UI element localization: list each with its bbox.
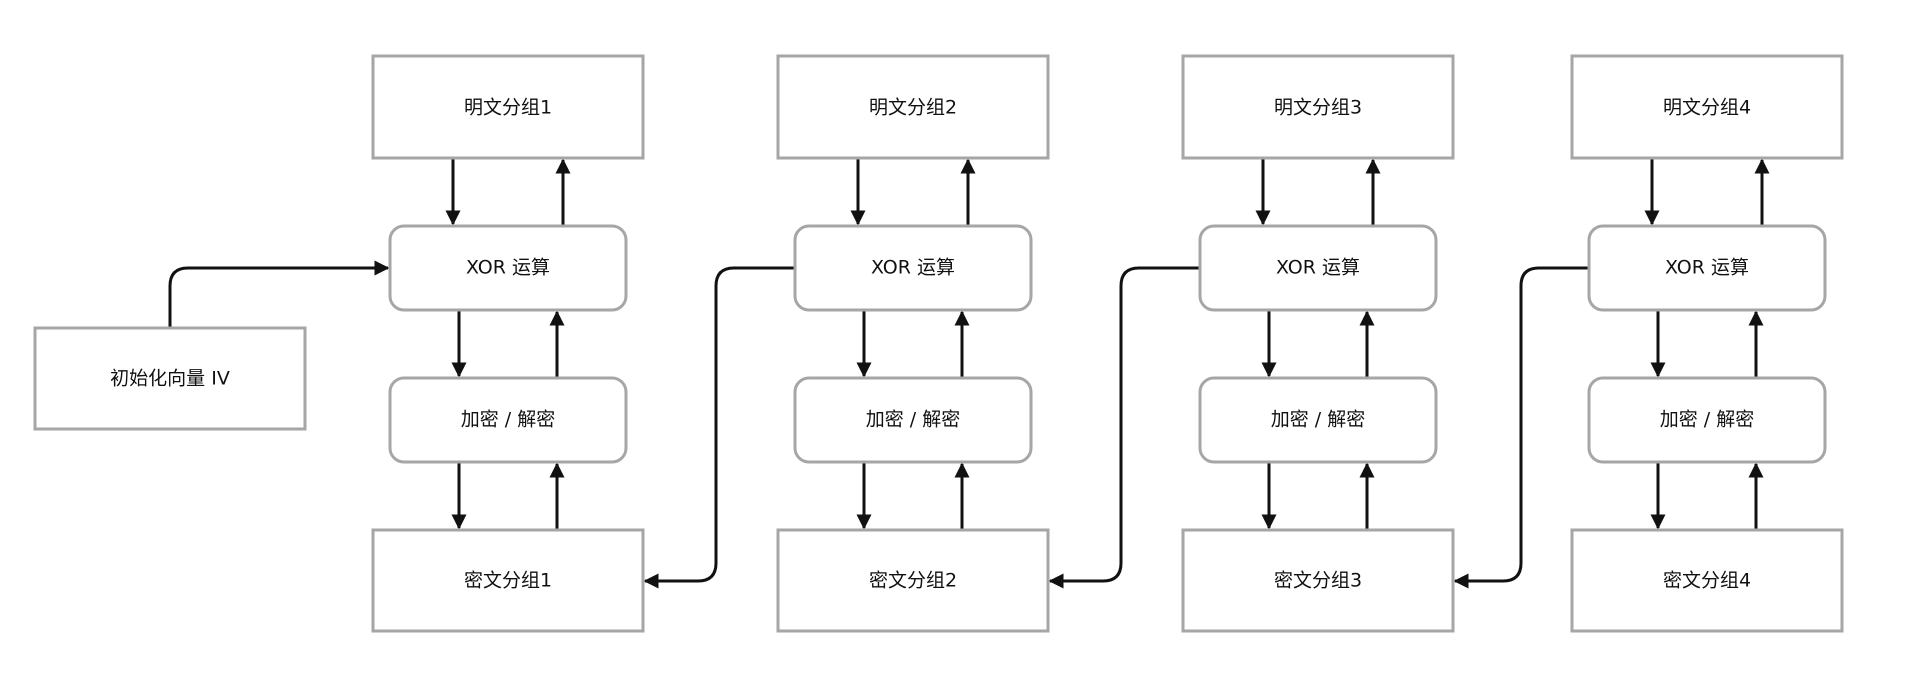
plaintext-block-2: 明文分组2 xyxy=(776,54,1050,160)
ciphertext-label-3: 密文分组3 xyxy=(1274,570,1362,592)
arrow-iv-to-xor-1 xyxy=(168,260,390,328)
ciphertext-block-1: 密文分组1 xyxy=(371,528,645,633)
ciphertext-label-2: 密文分组2 xyxy=(869,570,957,592)
iv-node: 初始化向量 IV xyxy=(33,326,307,431)
xor-label-4: XOR 运算 xyxy=(1665,257,1749,279)
arrow-xor-2-to-ciphertext-1 xyxy=(643,266,795,589)
cipher-op-label-4: 加密 / 解密 xyxy=(1660,409,1754,431)
connections xyxy=(168,158,1770,589)
cipher-op-label-1: 加密 / 解密 xyxy=(461,409,555,431)
xor-label-3: XOR 运算 xyxy=(1276,257,1360,279)
iv-label: 初始化向量 IV xyxy=(110,368,230,390)
plaintext-label-4: 明文分组4 xyxy=(1663,97,1751,119)
plaintext-label-3: 明文分组3 xyxy=(1274,97,1362,119)
xor-block-1: XOR 运算 xyxy=(388,224,628,312)
column-3: 明文分组3 XOR 运算 加密 / 解密 密文分组3 xyxy=(1181,54,1455,633)
ciphertext-label-4: 密文分组4 xyxy=(1663,570,1751,592)
arrow-xor-4-to-ciphertext-3 xyxy=(1453,266,1589,589)
cipher-op-block-1: 加密 / 解密 xyxy=(388,376,628,464)
xor-label-2: XOR 运算 xyxy=(871,257,955,279)
cipher-op-block-2: 加密 / 解密 xyxy=(793,376,1033,464)
xor-block-3: XOR 运算 xyxy=(1198,224,1438,312)
arrow-xor-3-to-ciphertext-2 xyxy=(1048,266,1200,589)
plaintext-block-1: 明文分组1 xyxy=(371,54,645,160)
cipher-op-label-2: 加密 / 解密 xyxy=(866,409,960,431)
cipher-op-label-3: 加密 / 解密 xyxy=(1271,409,1365,431)
ciphertext-block-4: 密文分组4 xyxy=(1570,528,1844,633)
column-4: 明文分组4 XOR 运算 加密 / 解密 密文分组4 xyxy=(1570,54,1844,633)
xor-block-4: XOR 运算 xyxy=(1587,224,1827,312)
ciphertext-block-2: 密文分组2 xyxy=(776,528,1050,633)
column-2: 明文分组2 XOR 运算 加密 / 解密 密文分组2 xyxy=(776,54,1050,633)
ciphertext-block-3: 密文分组3 xyxy=(1181,528,1455,633)
plaintext-label-2: 明文分组2 xyxy=(869,97,957,119)
plaintext-block-4: 明文分组4 xyxy=(1570,54,1844,160)
cipher-op-block-3: 加密 / 解密 xyxy=(1198,376,1438,464)
column-1: 明文分组1 XOR 运算 加密 / 解密 密文分组1 xyxy=(371,54,645,633)
ciphertext-label-1: 密文分组1 xyxy=(464,570,552,592)
xor-block-2: XOR 运算 xyxy=(793,224,1033,312)
cipher-op-block-4: 加密 / 解密 xyxy=(1587,376,1827,464)
plaintext-label-1: 明文分组1 xyxy=(464,97,552,119)
plaintext-block-3: 明文分组3 xyxy=(1181,54,1455,160)
xor-label-1: XOR 运算 xyxy=(466,257,550,279)
